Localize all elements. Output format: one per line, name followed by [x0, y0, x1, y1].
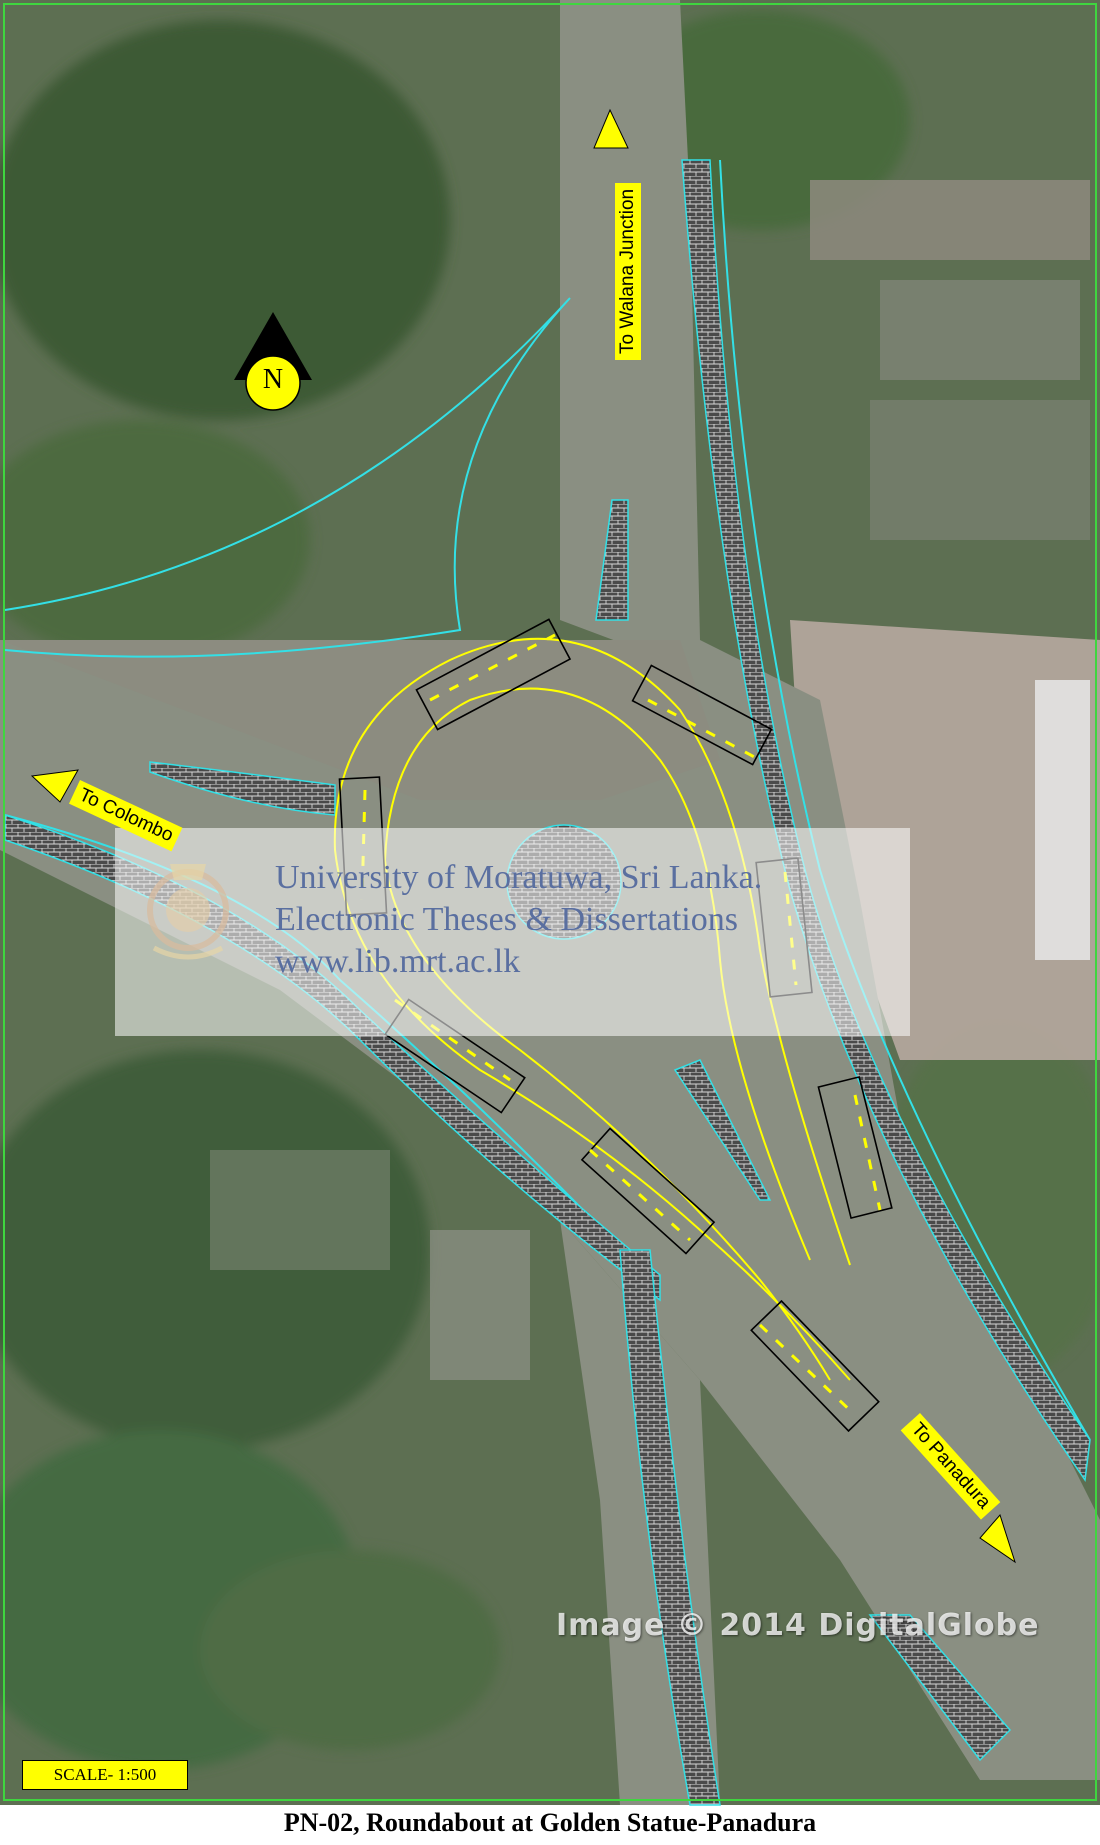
label-to-walana-junction: To Walana Junction: [615, 182, 641, 360]
arrow-southeast-icon: [979, 1514, 1016, 1564]
map-caption: PN-02, Roundabout at Golden Statue-Panad…: [283, 1808, 817, 1837]
building: [870, 400, 1090, 540]
building: [430, 1230, 530, 1380]
watermark-line-3: www.lib.mrt.ac.lk: [275, 943, 521, 980]
building: [810, 180, 1090, 260]
map-border: [3, 3, 1097, 1801]
watermark-line-1: University of Moratuwa, Sri Lanka.: [275, 859, 763, 896]
north-arrow-icon: [234, 312, 312, 411]
arrow-west-icon: [30, 769, 79, 803]
building: [210, 1150, 390, 1270]
watermark-overlay: University of Moratuwa, Sri Lanka. Elect…: [115, 828, 910, 1036]
arrow-north-icon: [593, 108, 629, 149]
building: [880, 280, 1080, 380]
road-junction: [0, 640, 720, 800]
building-roof: [1035, 680, 1090, 960]
imagery-credit: Image © 2014 DigitalGlobe: [556, 1608, 1040, 1643]
watermark-line-2: Electronic Theses & Dissertations: [275, 901, 738, 938]
scale-label: SCALE- 1:500: [22, 1760, 188, 1790]
north-label: N: [262, 364, 284, 395]
